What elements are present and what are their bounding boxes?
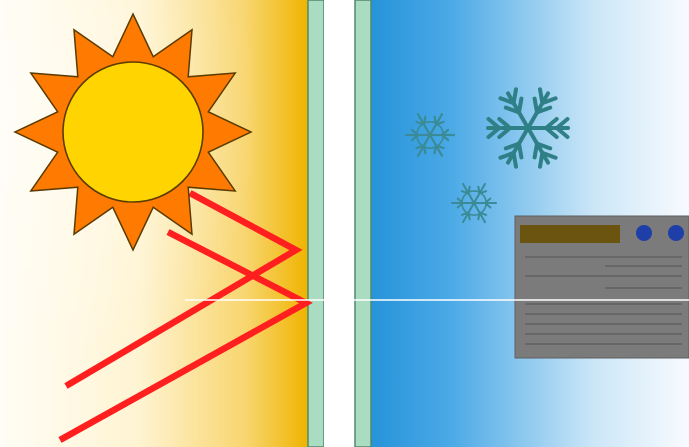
ac-button (668, 225, 684, 241)
double-pane-window (308, 0, 371, 447)
window-air-gap (324, 0, 355, 447)
window-pane-left (308, 0, 324, 447)
sun-core (63, 62, 203, 202)
ac-display-panel (520, 225, 620, 243)
window-pane-right (355, 0, 371, 447)
air-conditioner-unit (515, 216, 689, 358)
ac-button (636, 225, 652, 241)
